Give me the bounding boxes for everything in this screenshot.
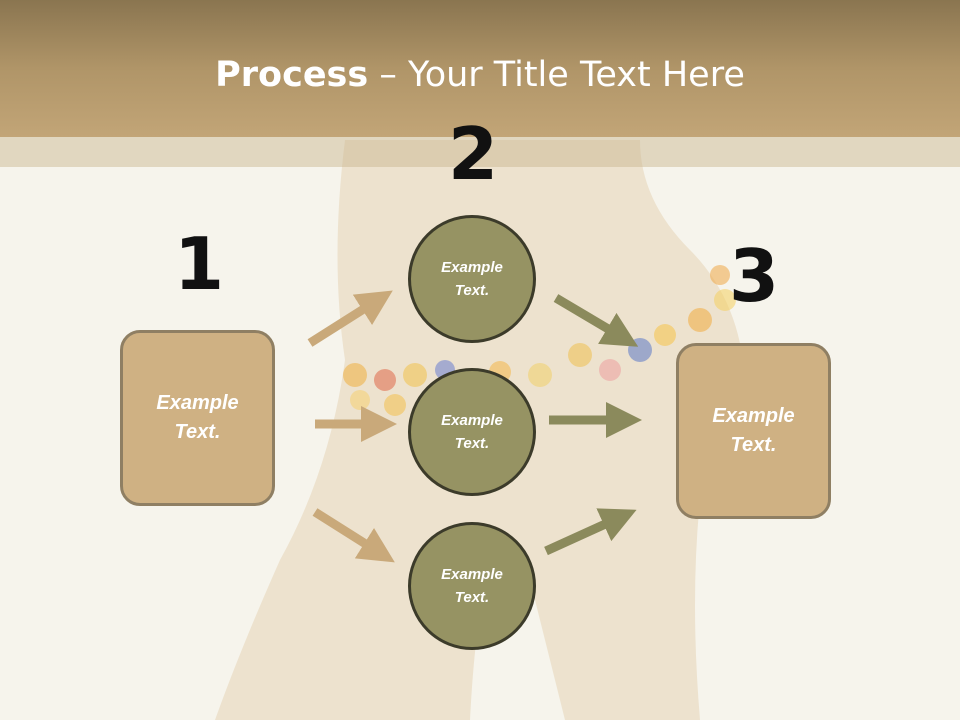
step-number-3: 3 — [728, 234, 780, 318]
arrow-bottom-to-3 — [544, 508, 637, 556]
arrow-1-to-top — [307, 290, 393, 347]
title-rest: – Your Title Text Here — [368, 55, 745, 95]
step-2-circle-middle: Example Text. — [408, 368, 536, 496]
step-3-box: Example Text. — [676, 343, 831, 519]
arrow-1-to-bottom — [312, 508, 395, 563]
circle-label: Example Text. — [441, 412, 503, 452]
step-1-box: Example Text. — [120, 330, 275, 506]
page-title: Process – Your Title Text Here — [0, 54, 960, 96]
circle-label: Example Text. — [441, 259, 503, 299]
step-3-label: Example Text. — [712, 405, 795, 456]
step-number-1: 1 — [173, 222, 225, 306]
step-1-label: Example Text. — [156, 392, 239, 443]
step-2-circle-bottom: Example Text. — [408, 522, 536, 650]
title-bar — [0, 0, 960, 137]
step-number-2: 2 — [447, 112, 499, 196]
title-strip — [0, 137, 960, 167]
step-2-circle-top: Example Text. — [408, 215, 536, 343]
circle-label: Example Text. — [441, 566, 503, 606]
title-bold: Process — [215, 55, 369, 95]
arrow-top-to-3 — [553, 294, 639, 347]
